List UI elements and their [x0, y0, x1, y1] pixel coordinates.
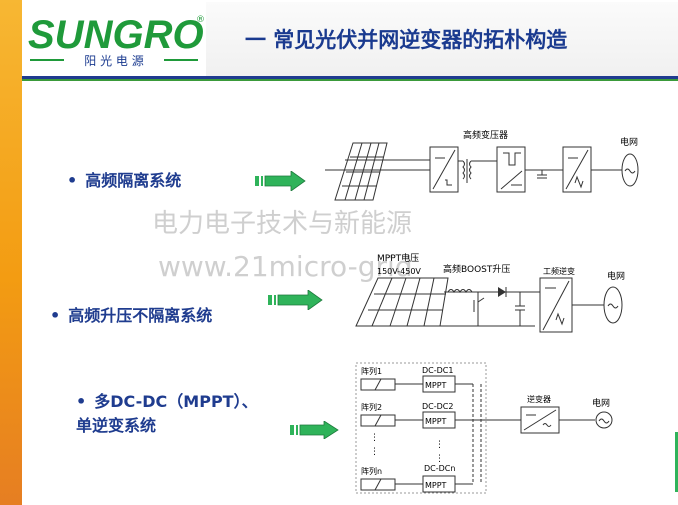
sidebar-accent — [0, 0, 22, 505]
array-1 — [360, 378, 396, 391]
watermark-line1: 电力电子技术与新能源 — [152, 209, 413, 239]
bullet-label: 高频隔离系统 — [85, 171, 182, 190]
bullet-item-3-line2: 单逆变系统 — [76, 416, 157, 435]
page-title: 一 常见光伏并网逆变器的拓朴构造 — [245, 28, 568, 52]
diagram-hf-isolated: 高频变压器 电网 — [325, 129, 639, 201]
inverter-label-3: 逆变器 — [527, 394, 551, 404]
green-arrow-1 — [255, 171, 306, 191]
ellipsis-dcdc-2: ⋮ — [435, 454, 444, 464]
grid-label: 电网 — [620, 136, 638, 148]
dcdc-label-2: DC-DC2 — [422, 402, 453, 411]
ellipsis-dcdc: ⋮ — [435, 440, 444, 450]
line-inverter-label: 工频逆变 — [543, 266, 575, 276]
diagram-boost-non-isolated: MPPT电压 150V-450V 高频BOOST升压 工频逆变 电网 — [355, 252, 625, 333]
green-arrow-2 — [268, 290, 323, 310]
logo-trademark: ® — [196, 15, 205, 25]
array-label-n: 阵列n — [361, 466, 382, 476]
bullet-dot: • — [67, 171, 78, 190]
grid-label-2: 电网 — [607, 270, 625, 282]
array-2 — [360, 414, 396, 427]
logo-subtitle: 阳 光 电 源 — [84, 54, 143, 68]
sungrow-logo-graphic: SUNGROW ® 阳 光 电 源 — [28, 13, 245, 68]
bullet-item-3: • 多DC-DC（MPPT）、 — [76, 388, 258, 412]
logo-brand: SUNGROW — [28, 13, 206, 57]
array-label-1: 阵列1 — [361, 366, 382, 376]
array-n — [360, 478, 396, 491]
boost-diode — [498, 287, 506, 297]
pv-panel — [355, 277, 449, 327]
ellipsis-arrays-2: ⋮ — [370, 447, 379, 457]
mppt-voltage-label: MPPT电压 — [377, 252, 419, 264]
grid-source-2 — [603, 286, 623, 324]
boost-label: 高频BOOST升压 — [443, 263, 510, 275]
dc-link-cap — [515, 292, 525, 326]
accent-bar — [675, 432, 678, 492]
transformer-label: 高频变压器 — [463, 129, 508, 141]
dc-link-cap — [537, 170, 547, 179]
hf-transformer — [458, 159, 477, 183]
bullet-dot: • — [76, 392, 87, 411]
voltage-range-label: 150V-450V — [377, 267, 421, 276]
header-band — [206, 2, 678, 76]
watermark-line2: www.21micro-grid — [158, 250, 413, 283]
mppt-box-label-1: MPPT — [425, 381, 447, 390]
boost-switch — [473, 292, 485, 326]
grid-source — [621, 153, 639, 187]
hf-inverter-box — [429, 146, 459, 193]
inverter-box — [562, 146, 592, 193]
rectifier-box — [496, 146, 526, 193]
logo: SUNGROW ® 阳 光 电 源 — [22, 2, 245, 76]
boost-inductor — [447, 289, 473, 293]
header-rule-green — [22, 79, 678, 81]
pv-panel — [334, 142, 388, 201]
bullet-dot: • — [50, 306, 61, 325]
grid-source-3 — [595, 411, 613, 429]
grid-label-3: 电网 — [592, 397, 610, 409]
inverter-box — [539, 277, 573, 333]
array-label-2: 阵列2 — [361, 402, 382, 412]
green-arrow-3 — [290, 421, 339, 439]
header-rule — [22, 76, 678, 79]
bullet-label: 高频升压不隔离系统 — [68, 306, 213, 325]
dcdc-label-n: DC-DCn — [424, 464, 455, 473]
bullet-item-1: • 高频隔离系统 — [67, 167, 181, 191]
inverter-box-3 — [520, 406, 560, 434]
bullet-label-line1: 多DC-DC（MPPT）、 — [94, 392, 258, 411]
diagram-multi-dcdc: 阵列1 阵列2 阵列n ⋮ ⋮ DC-DC1 DC-DC2 DC-DCn MPP… — [355, 362, 613, 494]
mppt-box-label-n: MPPT — [425, 481, 447, 490]
bullet-item-2: • 高频升压不隔离系统 — [50, 302, 212, 326]
dcdc-label-1: DC-DC1 — [422, 366, 453, 375]
mppt-box-label-2: MPPT — [425, 417, 447, 426]
ellipsis-arrays: ⋮ — [370, 433, 379, 443]
